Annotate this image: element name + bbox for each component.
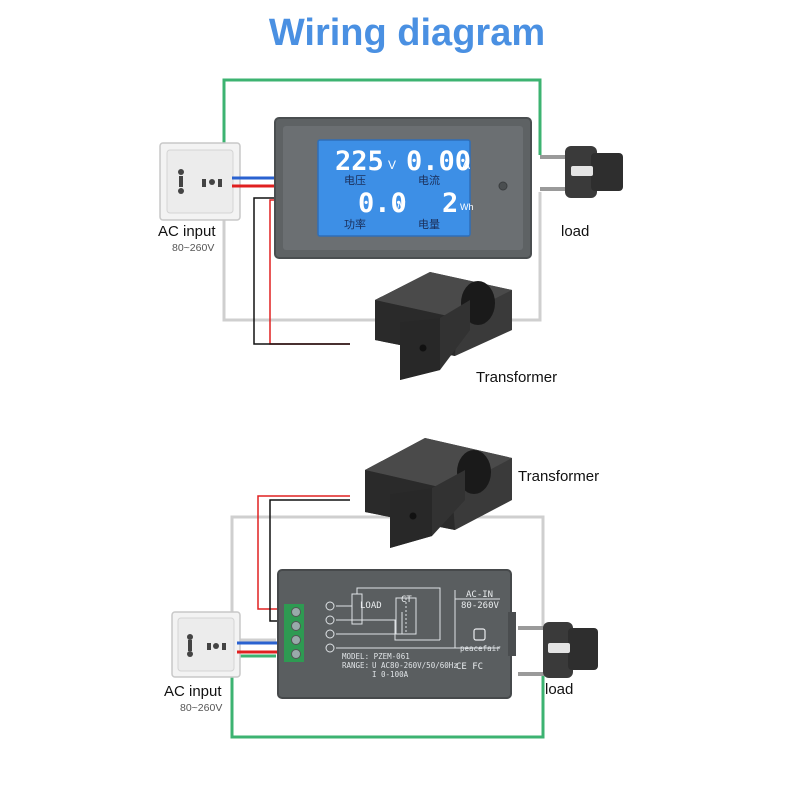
top-ac-input-range: 80~260V <box>172 242 214 254</box>
back-ac-in-range: 80-260V <box>461 601 500 611</box>
bottom-ct-red-wire <box>257 495 350 610</box>
top-meter: 225 V 电压 0.00 A 电流 0.0 W 功率 2 Wh 电量 <box>274 117 532 259</box>
lcd-power-value: 0.0 <box>358 188 407 219</box>
top-ct-black-wire <box>253 197 350 345</box>
lcd-voltage-caption: 电压 <box>344 174 366 187</box>
bottom-meter-back: LOAD CT AC-IN 80-260V peacefair MODEL: P… <box>277 569 516 699</box>
back-ac-in-text: AC-IN <box>466 590 493 600</box>
top-load-label: load <box>561 223 589 240</box>
back-range-i: I 0-100A <box>372 670 409 679</box>
lcd-voltage-unit: V <box>388 158 396 172</box>
lcd-voltage-value: 225 <box>335 146 384 177</box>
bottom-ac-input-range: 80~260V <box>180 702 222 714</box>
lcd-current-value: 0.00 <box>406 146 471 177</box>
top-transformer-label: Transformer <box>476 369 557 386</box>
back-range-label: RANGE: <box>342 661 369 670</box>
back-model-line: MODEL: PZEM-061 <box>342 652 410 661</box>
bottom-load-label: load <box>545 681 573 698</box>
top-load-plug <box>540 146 623 198</box>
back-load-text: LOAD <box>360 601 382 611</box>
terminal-block <box>284 604 304 662</box>
lcd-energy-value: 2 <box>442 188 458 219</box>
bottom-green-wire <box>230 654 545 739</box>
back-brand: peacefair <box>460 644 501 653</box>
bottom-diagram: AC input 80~260V <box>164 438 599 739</box>
top-transformer <box>375 272 512 380</box>
bottom-transformer <box>365 438 512 548</box>
bottom-load-plug <box>518 622 598 678</box>
brand-logo-icon <box>473 628 486 641</box>
bottom-transformer-label: Transformer <box>518 468 599 485</box>
bottom-ac-input-label: AC input <box>164 683 222 700</box>
page-title: Wiring diagram <box>269 12 545 54</box>
bottom-wall-socket <box>171 611 241 678</box>
back-ct-text: CT <box>401 595 412 605</box>
top-green-wire <box>222 78 542 162</box>
lcd-current-caption: 电流 <box>418 173 440 187</box>
lcd-screen <box>317 139 471 237</box>
back-range-u: U AC80-260V/50/60Hz <box>372 661 458 670</box>
back-certifications: CE FC <box>456 662 483 672</box>
bottom-grey-wire <box>230 515 545 642</box>
lcd-power-caption: 功率 <box>344 217 366 231</box>
lcd-energy-unit: Wh <box>460 202 474 212</box>
top-diagram: AC input 80~260V 225 V 电压 0.00 A 电流 0.0 … <box>158 78 623 386</box>
lcd-current-unit: A <box>462 158 470 172</box>
lcd-energy-caption: 电量 <box>418 218 440 231</box>
lcd-power-unit: W <box>394 199 406 213</box>
top-wall-socket <box>159 142 241 221</box>
top-ac-input-label: AC input <box>158 223 216 240</box>
meter-button <box>498 181 508 191</box>
